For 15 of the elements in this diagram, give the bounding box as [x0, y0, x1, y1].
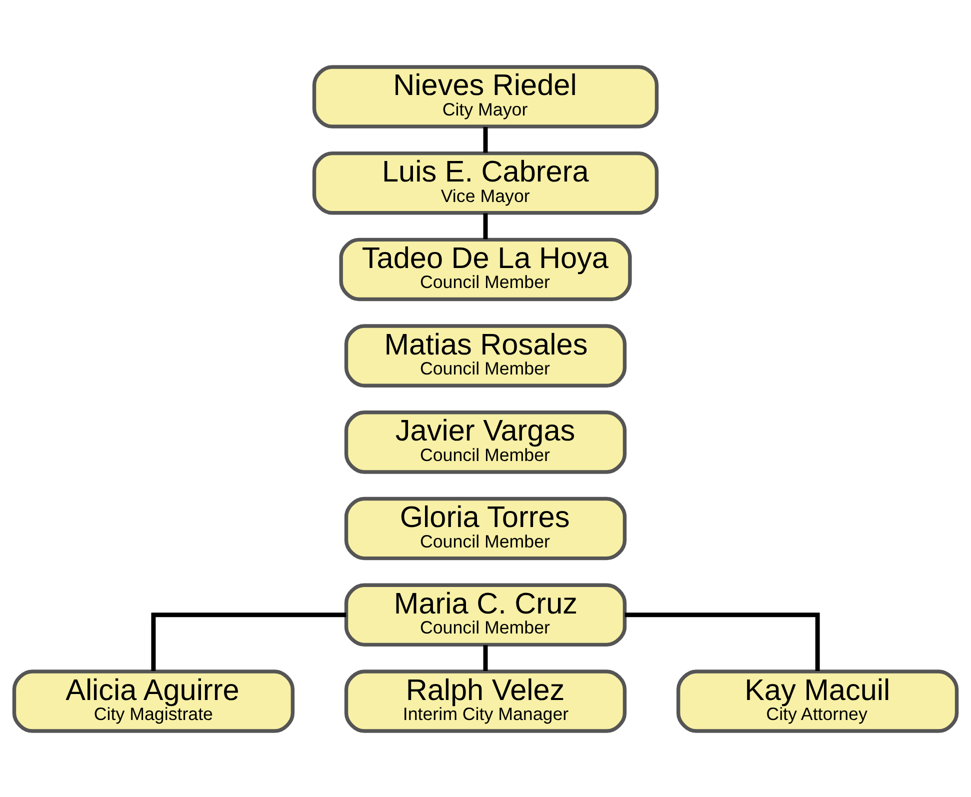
connector [483, 126, 488, 152]
node-box: Nieves Riedel City Mayor [312, 64, 659, 128]
node-box: Luis E. Cabrera Vice Mayor [312, 150, 659, 214]
node-box: Gloria Torres Council Member [344, 496, 627, 560]
node-box: Tadeo De La Hoya Council Member [339, 237, 632, 301]
connector [624, 612, 820, 671]
node-box: Javier Vargas Council Member [344, 410, 627, 474]
connector [483, 644, 488, 670]
connector [483, 212, 488, 239]
node-box: Alicia Aguirre City Magistrate [12, 669, 295, 732]
node-box: Kay Macuil City Attorney [676, 669, 959, 732]
node-box: Ralph Velez Interim City Manager [344, 669, 627, 732]
node-box: Matias Rosales Council Member [344, 324, 627, 387]
node-box: Maria C. Cruz Council Member [344, 582, 627, 646]
connector [151, 612, 346, 671]
